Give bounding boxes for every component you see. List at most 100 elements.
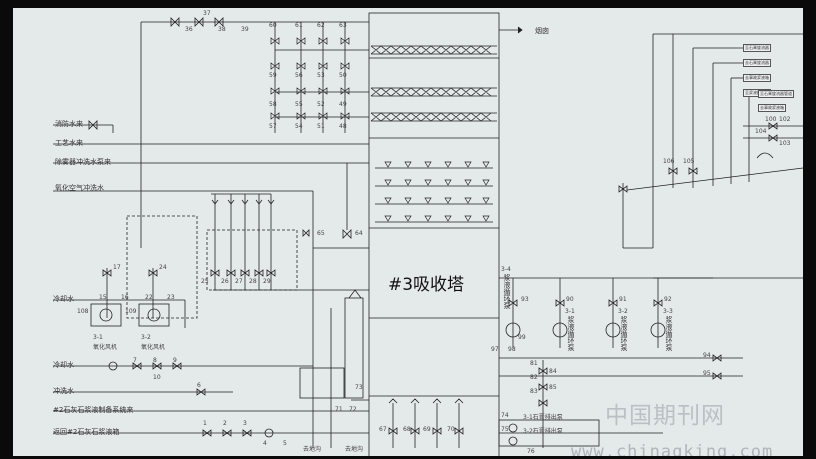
valve-73: 73 [355,384,363,391]
valve-67: 67 [379,426,387,433]
limestone-slurry-label: #2石灰石浆液制备系统来 [53,406,134,414]
right-label-1: 至石膏旋流器 [743,44,771,52]
valve-24: 24 [159,264,167,271]
valve-100: 100 [765,116,777,123]
watermark-cn: 中国期刊网 [605,403,725,429]
drawing-sheet: #3吸收塔 烟囱 消防水来 工艺水来 除雾器冲洗水泵来 氧化空气冲洗水 冷却水 … [13,8,803,456]
valve-2: 2 [223,420,227,427]
gypsum-pump-1-label: 3-1石膏排出泵 [523,414,563,421]
valve-48: 48 [339,123,347,130]
valve-7: 7 [133,357,137,364]
valve-106: 106 [663,158,675,165]
pump-31-tag: 3-1 [565,308,575,315]
valve-59: 59 [269,72,277,79]
valve-84: 84 [549,368,557,375]
valve-71: 71 [335,406,343,413]
valve-38: 38 [218,26,226,33]
valve-109: 109 [125,308,137,315]
valve-39: 39 [241,26,249,33]
valve-6: 6 [197,382,201,389]
valve-97: 97 [491,346,499,353]
valve-94: 94 [703,352,711,359]
valve-76: 76 [527,448,535,455]
fire-water-label: 消防水来 [55,120,83,128]
valve-92: 92 [664,296,672,303]
valve-95: 95 [703,370,711,377]
valve-70: 70 [447,426,455,433]
valve-1: 1 [203,420,207,427]
valve-10: 10 [153,374,161,381]
pump-34-tag: 3-4 [501,266,511,273]
valve-93: 93 [521,296,529,303]
valve-37: 37 [203,10,211,17]
drain-label: 去地沟 [303,446,322,453]
valve-99: 99 [518,334,526,341]
valve-104: 104 [755,128,767,135]
valve-64: 64 [355,230,363,237]
valve-9: 9 [173,357,177,364]
valve-4: 4 [263,440,267,447]
absorber-tower-outline [368,12,500,456]
oxidation-air-wash-label: 氧化空气冲洗水 [55,184,104,192]
gypsum-pumps [498,360,663,448]
valve-16: 16 [121,294,129,301]
valve-5: 5 [283,440,287,447]
pump-32-tag: 3-2 [618,308,628,315]
tower-title: #3吸收塔 [388,275,465,295]
right-label-5: 去事故浆液箱 [758,104,786,112]
valve-22: 22 [145,294,153,301]
lower-left-lines [53,248,369,448]
limestone-return-label: 返回#2石灰石浆液箱 [53,428,120,436]
top-wash-header [140,17,369,248]
cooling-water-label-1: 冷却水 [53,295,74,303]
fan-a-tag: 3-1 [93,334,103,341]
valve-17: 17 [113,264,121,271]
right-label-3: 去事故浆液箱 [743,74,771,82]
valve-63: 63 [339,22,347,29]
valve-69: 69 [423,426,431,433]
valve-75: 75 [501,426,509,433]
pump-34-name: 浆液循环泵 [503,274,511,309]
valve-108: 108 [77,308,89,315]
valve-15: 15 [99,294,107,301]
valve-83: 83 [530,388,538,395]
valve-55: 55 [295,101,303,108]
valve-26: 26 [221,278,229,285]
valve-72: 72 [349,406,357,413]
valve-62: 62 [317,22,325,29]
oxidation-fans [53,215,198,328]
flush-water-label: 冲洗水 [53,387,74,395]
pit-label: 去地沟 [345,446,364,453]
spray-nozzles [384,161,490,222]
pump-31-name: 浆液循环泵 [567,316,575,351]
tower-bottom-equipment [299,289,499,448]
right-distribution [618,33,803,279]
valve-36: 36 [185,26,193,33]
valve-54: 54 [295,123,303,130]
valve-8: 8 [153,357,157,364]
valve-53: 53 [317,72,325,79]
valve-90: 90 [566,296,574,303]
valve-74: 74 [501,412,509,419]
valve-103: 103 [779,140,791,147]
valve-91: 91 [619,296,627,303]
valve-68: 68 [403,426,411,433]
valve-50: 50 [339,72,347,79]
valve-57: 57 [269,123,277,130]
oxidation-air-manifold [206,193,369,291]
right-label-2: 去石膏旋流器 [743,59,771,67]
pump-32-name: 浆液循环泵 [620,316,628,351]
valve-23: 23 [167,294,175,301]
valve-49: 49 [339,101,347,108]
valve-82: 82 [530,374,538,381]
circulation-pumps [499,277,743,380]
left-supply-lines [53,120,369,249]
fan-a-name: 氧化风机 [93,344,118,351]
valve-65: 65 [317,230,325,237]
valve-52: 52 [317,101,325,108]
valve-98: 98 [508,346,516,353]
fan-b-name: 氧化风机 [141,344,166,351]
valve-81: 81 [530,360,538,367]
process-water-label: 工艺水来 [55,139,83,147]
valve-3: 3 [243,420,247,427]
